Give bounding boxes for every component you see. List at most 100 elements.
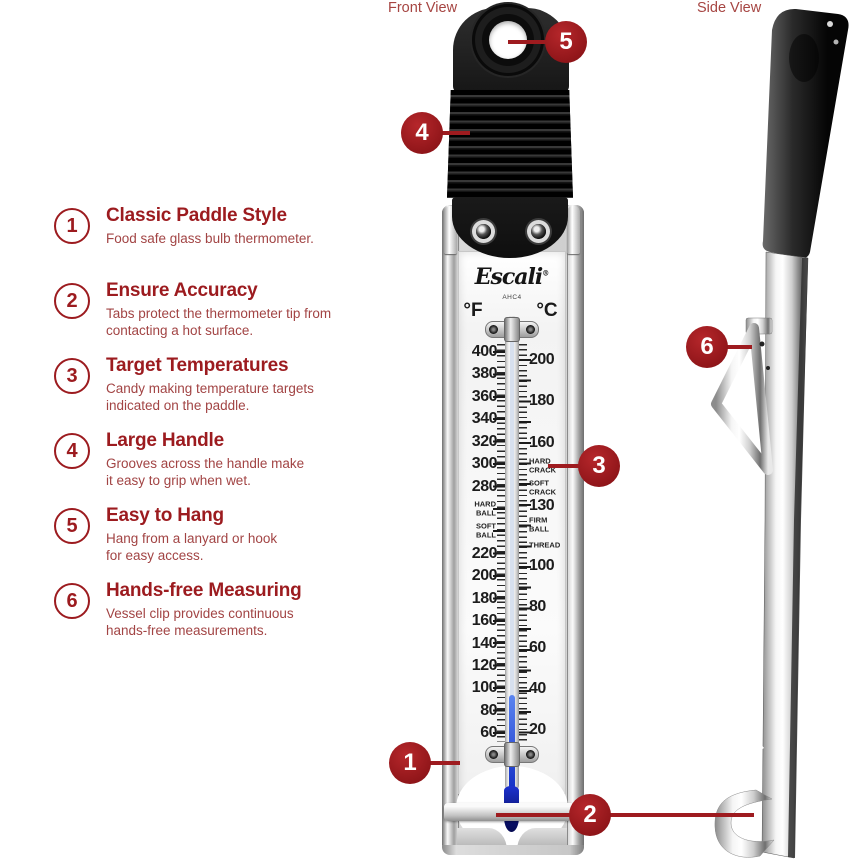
paddle-bottom-edge [442,845,584,855]
handle-glint [833,39,839,45]
fahrenheit-scale-number: 180 [471,590,498,607]
feature-description: Vessel clip provides continuous hands-fr… [106,605,294,639]
fahrenheit-scale-number: 160 [471,612,498,629]
callout-badge-6: 6 [686,326,728,368]
callout-line-6 [725,345,752,349]
fahrenheit-scale-number: 380 [471,365,498,382]
candy-stage-label: SOFT CRACK [529,478,557,496]
fahrenheit-major-ticks [493,351,508,737]
fahrenheit-scale-number: 300 [471,455,498,472]
callout-line-1 [428,761,460,765]
side-view-thermometer [711,8,849,859]
tip-protection-tab [444,803,582,821]
front-view-label: Front View [388,0,458,16]
fahrenheit-scale-number: 80 [480,702,497,719]
fahrenheit-scale-number: 360 [471,388,498,405]
feature-number-badge: 2 [54,283,90,319]
celsius-scale-number: 80 [529,598,546,615]
feature-title: Classic Paddle Style [106,205,287,226]
candy-stage-label: THREAD [529,540,561,550]
feature-title: Hands-free Measuring [106,580,302,601]
callout-badge-4: 4 [401,112,443,154]
feature-description: Candy making temperature targets indicat… [106,380,314,414]
candy-stage-label: HARD CRACK [529,456,557,474]
vessel-clip [711,323,773,475]
fahrenheit-unit-label: °F [463,300,483,321]
bracket-screw-icon [526,325,535,334]
celsius-scale-number: 20 [529,721,546,738]
feature-number-badge: 1 [54,208,90,244]
model-number: AHC4 [502,294,522,301]
brand-logo: Escali® [474,264,550,290]
bracket-screw-icon [489,750,498,759]
side-handle [762,8,849,259]
upper-tube-clamp [504,317,520,342]
fahrenheit-scale-number: 340 [471,410,498,427]
fahrenheit-scale-number: 200 [471,567,498,584]
feature-description: Grooves across the handle make it easy t… [106,455,305,489]
side-stem-edge [788,258,808,858]
side-view-label: Side View [697,0,762,16]
lower-tube-clamp [504,742,520,767]
stem-notch [753,735,764,755]
fahrenheit-scale-number: 320 [471,433,498,450]
feature-number-badge: 3 [54,358,90,394]
callout-line-3 [548,464,582,468]
registered-mark: ® [542,268,550,278]
celsius-scale-number: 130 [529,497,555,514]
callout-line-4 [440,131,470,135]
tube-capillary [510,322,514,698]
clip-rivet-icon [759,341,765,347]
feature-title: Large Handle [106,430,224,451]
feature-description: Food safe glass bulb thermometer. [106,230,314,246]
feature-title: Ensure Accuracy [106,280,258,301]
celsius-unit-label: °C [536,300,558,321]
bracket-screw-icon [526,750,535,759]
callout-badge-2: 2 [569,794,611,836]
celsius-major-ticks [516,359,531,739]
feature-description: Tabs protect the thermometer tip from co… [106,305,332,339]
callout-badge-5: 5 [545,21,587,63]
bracket-screw-icon [489,325,498,334]
side-foot-hook [714,789,775,858]
candy-stage-label: HARD BALL [474,499,496,517]
paddle-right-rail [567,205,584,855]
feature-description: Hang from a lanyard or hook for easy acc… [106,530,278,564]
fahrenheit-scale-number: 60 [480,724,497,741]
celsius-scale-number: 160 [529,434,555,451]
candy-stage-label: FIRM BALL [529,515,549,533]
side-hang-hole [789,34,819,82]
celsius-scale-number: 180 [529,392,555,409]
handle-grooves [447,90,573,198]
fahrenheit-scale-number: 400 [471,343,498,360]
callout-badge-1: 1 [389,742,431,784]
handle-glint [827,21,833,27]
feature-number-badge: 6 [54,583,90,619]
celsius-scale-number: 60 [529,639,546,656]
protective-tab-right [567,206,580,254]
fahrenheit-scale-number: 120 [471,657,498,674]
feature-title: Target Temperatures [106,355,289,376]
fahrenheit-scale-number: 220 [471,545,498,562]
feature-number-badge: 4 [54,433,90,469]
paddle-left-rail [442,205,459,855]
callout-badge-3: 3 [578,445,620,487]
handle-serration [825,120,847,228]
fahrenheit-scale-number: 140 [471,635,498,652]
celsius-scale-number: 40 [529,680,546,697]
fahrenheit-scale-number: 280 [471,478,498,495]
